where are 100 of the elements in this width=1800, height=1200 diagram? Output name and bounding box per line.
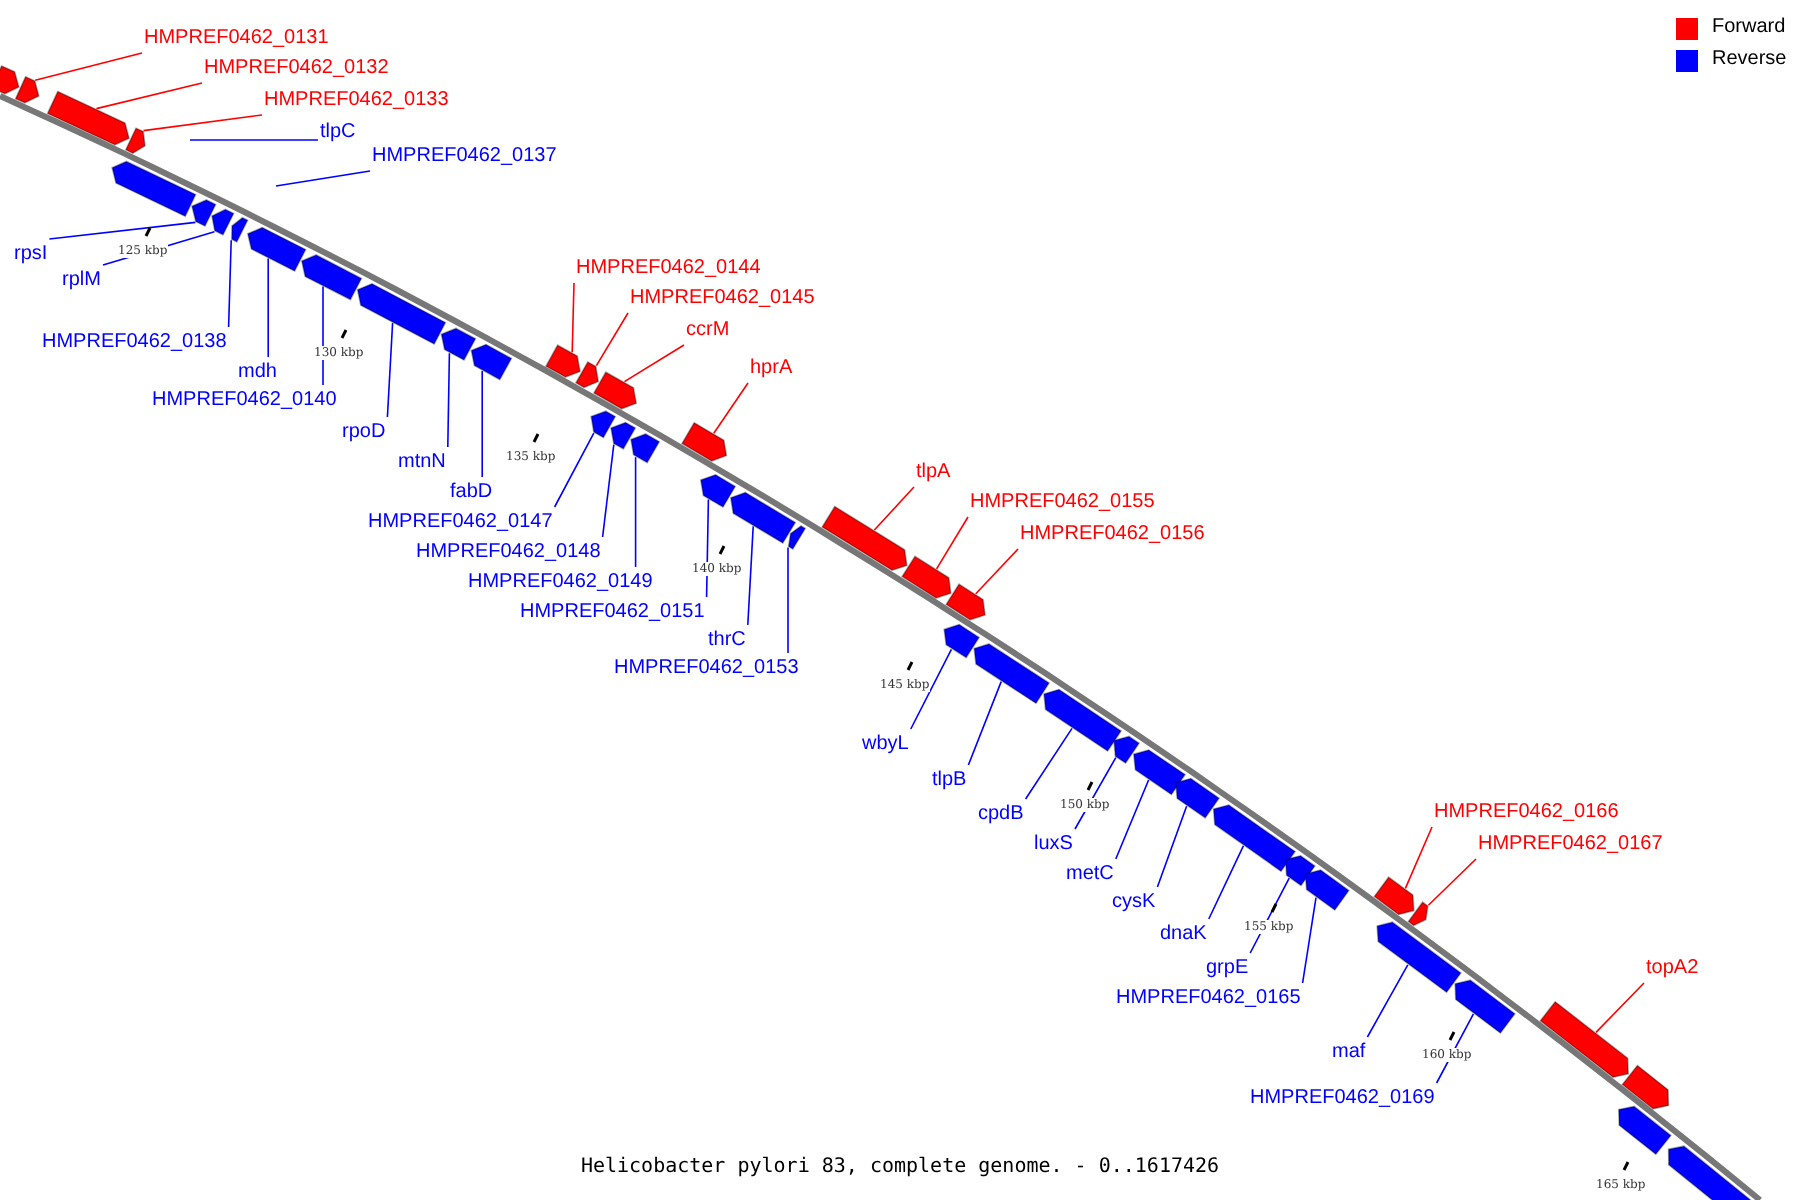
- gene-label: topA2: [1646, 955, 1699, 981]
- gene-label: rpsI: [14, 241, 48, 267]
- gene-label: HMPREF0462_0144: [576, 255, 761, 281]
- leader-line: [967, 680, 1002, 766]
- gene-label: HMPREF0462_0132: [204, 55, 389, 81]
- gene-label: hprA: [750, 355, 793, 381]
- gene-block: [1043, 688, 1123, 753]
- gene-label: HMPREF0462_0138: [42, 329, 227, 355]
- gene-block: [46, 90, 130, 146]
- gene-block: [246, 226, 307, 273]
- leader-line: [1427, 858, 1477, 906]
- leader-line: [386, 322, 394, 418]
- caption: Helicobacter pylori 83, complete genome. - 0..1617426: [580, 1156, 1220, 1178]
- gene-block: [1539, 1000, 1630, 1079]
- leader-line: [935, 516, 969, 570]
- gene-label: grpE: [1206, 955, 1249, 981]
- leader-line: [571, 282, 575, 353]
- leader-line: [322, 285, 324, 386]
- gene-block: [1113, 735, 1141, 765]
- gene-block: [191, 199, 217, 228]
- gene-label: rplM: [62, 267, 101, 293]
- gene-label: HMPREF0462_0147: [368, 509, 553, 535]
- gene-block: [592, 371, 638, 410]
- gene-label: HMPREF0462_0151: [520, 599, 705, 625]
- legend-label: Reverse: [1712, 48, 1787, 70]
- leader-line: [787, 546, 789, 654]
- gene-label: tlpA: [916, 459, 951, 485]
- gene-label: HMPREF0462_0149: [468, 569, 653, 595]
- gene-block: [300, 254, 363, 301]
- gene-block: [356, 282, 447, 346]
- leader-line: [227, 239, 232, 328]
- leader-line: [1301, 896, 1317, 984]
- gene-block: [945, 583, 986, 621]
- leader-line: [595, 312, 629, 367]
- gene-label: mdh: [238, 359, 277, 385]
- leader-line: [481, 370, 483, 478]
- gene-label: HMPREF0462_0167: [1478, 831, 1663, 857]
- gene-label: dnaK: [1160, 921, 1207, 947]
- gene-block: [1132, 749, 1187, 796]
- gene-label: tlpC: [320, 119, 356, 145]
- gene-label: cpdB: [978, 801, 1024, 827]
- leader-line: [634, 456, 637, 568]
- gene-label: HMPREF0462_0145: [630, 285, 815, 311]
- gene-label: maf: [1332, 1039, 1366, 1065]
- gene-block: [1454, 979, 1516, 1035]
- gene-block: [787, 525, 807, 551]
- leader-line: [447, 352, 451, 448]
- leader-line: [975, 548, 1019, 595]
- gene-block: [124, 127, 146, 155]
- leader-line: [142, 114, 263, 132]
- gene-label: tlpB: [932, 767, 967, 793]
- gene-block: [1304, 869, 1350, 912]
- leader-line: [48, 221, 197, 240]
- gene-block: [211, 208, 235, 236]
- leader-line: [553, 432, 595, 508]
- leader-line: [910, 648, 953, 730]
- gene-block: [1376, 921, 1462, 994]
- gene-label: HMPREF0462_0133: [264, 87, 449, 113]
- gene-block: [610, 421, 637, 450]
- gene-label: cysK: [1112, 889, 1156, 915]
- gene-block: [943, 623, 981, 659]
- leader-line: [267, 257, 269, 358]
- gene-label: HMPREF0462_0156: [1020, 521, 1205, 547]
- gene-label: HMPREF0462_0155: [970, 489, 1155, 515]
- leader-line: [1366, 964, 1409, 1038]
- gene-label: rpoD: [342, 419, 386, 445]
- gene-block: [111, 160, 197, 218]
- leader-line: [1024, 727, 1073, 800]
- leader-line: [275, 170, 371, 187]
- gene-block: [1174, 777, 1221, 819]
- gene-block: [1407, 901, 1429, 927]
- gene-block: [440, 327, 477, 362]
- gene-label: wbyL: [862, 731, 909, 757]
- gene-label: HMPREF0462_0131: [144, 25, 329, 51]
- leader-line: [34, 52, 143, 81]
- leader-line: [623, 344, 685, 383]
- leader-line: [1156, 805, 1188, 888]
- gene-block: [1373, 876, 1415, 916]
- leader-line: [873, 486, 915, 531]
- leader-line: [1208, 845, 1245, 920]
- legend-label: Forward: [1712, 16, 1786, 38]
- gene-label: ccrM: [686, 317, 730, 343]
- gene-label: metC: [1066, 861, 1114, 887]
- gene-label: HMPREF0462_0137: [372, 143, 557, 169]
- gene-label: HMPREF0462_0166: [1434, 799, 1619, 825]
- gene-block: [1284, 854, 1316, 887]
- leader-line: [1595, 982, 1645, 1034]
- gene-block: [1621, 1064, 1670, 1110]
- gene-label: luxS: [1034, 831, 1073, 857]
- gene-label: HMPREF0462_0140: [152, 387, 337, 413]
- gene-label: HMPREF0462_0165: [1116, 985, 1301, 1011]
- leader-line: [713, 382, 749, 434]
- gene-block: [699, 473, 737, 509]
- leader-line: [95, 82, 203, 110]
- gene-block: [630, 433, 661, 464]
- gene-label: HMPREF0462_0148: [416, 539, 601, 565]
- gene-block: [590, 410, 617, 439]
- gene-block: [729, 491, 797, 545]
- gene-label: thrC: [708, 627, 746, 653]
- gene-block: [680, 421, 728, 462]
